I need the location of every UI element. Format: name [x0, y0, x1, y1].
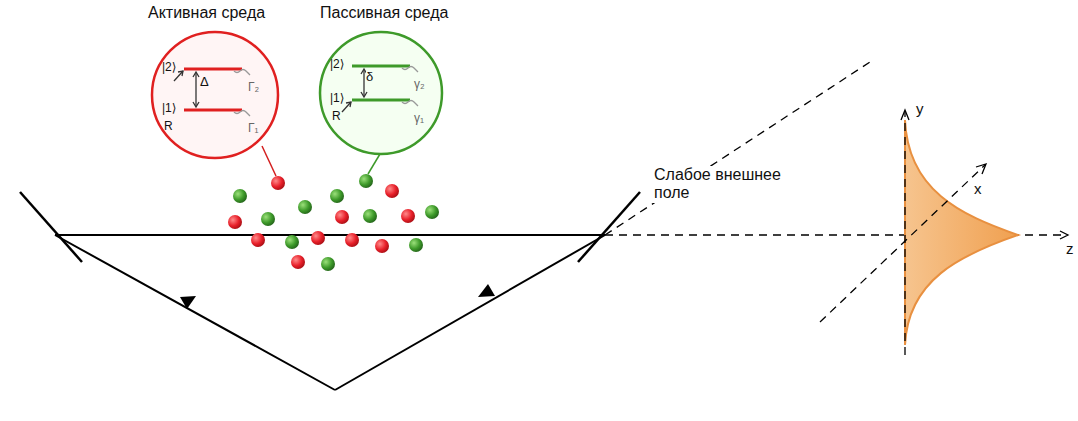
callout-heading: Пассивная среда: [320, 4, 448, 22]
level-label: |2⟩: [162, 61, 176, 74]
level-label: γ₂: [414, 78, 425, 91]
mirror: [20, 192, 640, 262]
leader-line: [368, 154, 380, 174]
level-label: R: [332, 110, 341, 123]
level-label: γ₁: [414, 112, 424, 125]
field-label: Слабое внешнее поле: [652, 166, 806, 203]
callout-circle: Активная среда|2⟩|1⟩RΔΓ₂Γ₁: [150, 30, 280, 160]
level-label: R: [164, 120, 173, 133]
beam-path: [55, 235, 605, 390]
axis-label: y: [914, 100, 926, 117]
gaussian-profile: [905, 120, 1018, 345]
axis-label: x: [972, 180, 984, 197]
level-label: Δ: [200, 75, 209, 89]
leader-line: [262, 146, 276, 176]
callout-outline: [150, 30, 280, 160]
level-label: |1⟩: [162, 102, 176, 115]
y-axis: [904, 112, 905, 355]
x-axis: [820, 165, 985, 322]
level-label: δ: [366, 70, 373, 84]
callout-heading: Активная среда: [148, 4, 265, 22]
level-label: |1⟩: [330, 92, 344, 105]
callout-circle: Пассивная среда|2⟩|1⟩Rδγ₂γ₁: [318, 30, 444, 156]
level-label: Γ₁: [248, 122, 259, 135]
field-direction: [605, 62, 870, 235]
axis-label: z: [1064, 240, 1076, 257]
level-label: Γ₂: [248, 81, 259, 94]
beam-arrow: [478, 284, 495, 297]
beam-arrow: [180, 296, 196, 309]
atoms: [228, 174, 439, 271]
level-label: |2⟩: [330, 58, 344, 71]
